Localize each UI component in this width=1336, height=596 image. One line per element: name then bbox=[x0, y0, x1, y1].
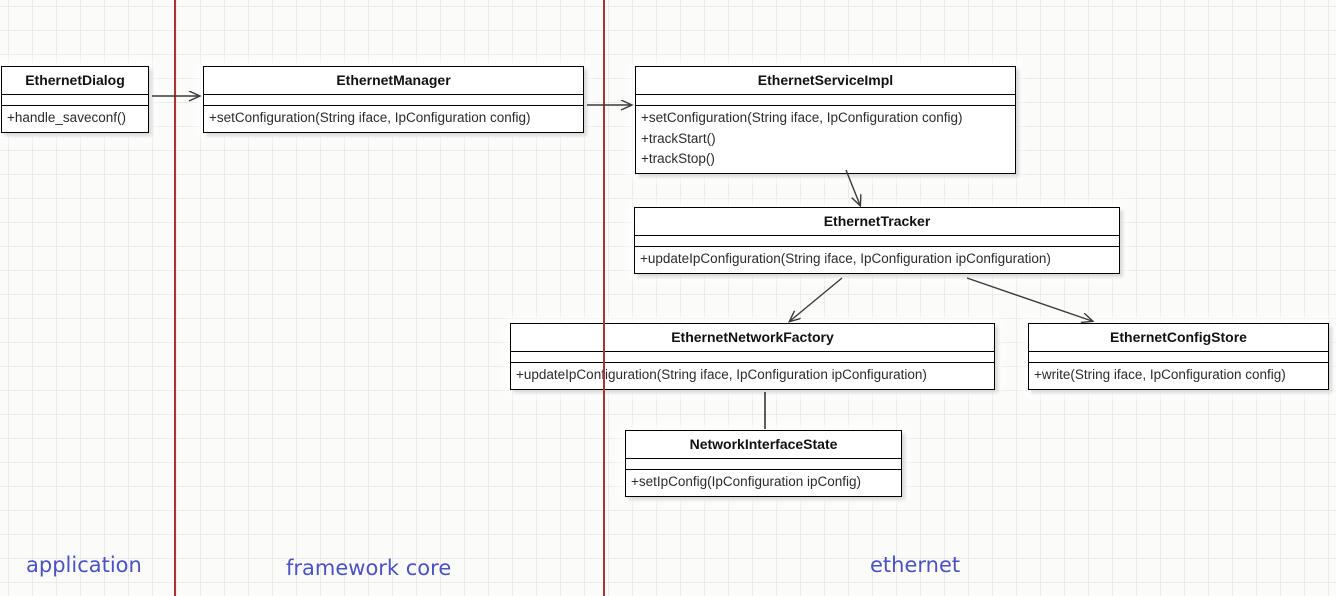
class-methods: +write(String iface, IpConfiguration con… bbox=[1029, 363, 1328, 389]
region-label-ethernet: ethernet bbox=[870, 553, 961, 577]
class-attributes-empty bbox=[626, 459, 901, 470]
method-text: +setConfiguration(String iface, IpConfig… bbox=[209, 110, 531, 125]
class-attributes-empty bbox=[2, 95, 148, 106]
edge-service-to-tracker bbox=[845, 169, 860, 205]
method-text: +trackStart() bbox=[641, 130, 716, 146]
edge-tracker-to-factory bbox=[790, 277, 843, 321]
class-methods: +handle_saveconf() bbox=[2, 106, 148, 132]
class-box-ethernet-service-impl[interactable]: EthernetServiceImpl +setConfiguration(St… bbox=[635, 66, 1016, 174]
class-title: EthernetDialog bbox=[2, 67, 148, 95]
class-methods: +setConfiguration(String iface, IpConfig… bbox=[204, 106, 583, 132]
class-title: EthernetConfigStore bbox=[1029, 324, 1328, 352]
class-title: EthernetManager bbox=[204, 67, 583, 95]
class-methods: +setConfiguration(String iface, IpConfig… bbox=[636, 106, 1015, 173]
class-box-ethernet-config-store[interactable]: EthernetConfigStore +write(String iface,… bbox=[1028, 323, 1329, 390]
method-text: +write(String iface, IpConfiguration con… bbox=[1034, 367, 1286, 382]
method-text: +updateIpConfiguration(String iface, IpC… bbox=[640, 251, 1051, 266]
region-label-application: application bbox=[26, 553, 142, 577]
class-title: EthernetServiceImpl bbox=[636, 67, 1015, 95]
class-attributes-empty bbox=[204, 95, 583, 106]
class-attributes-empty bbox=[511, 352, 994, 363]
method-text: +updateIpConfiguration(String iface, IpC… bbox=[516, 367, 927, 382]
class-methods: +updateIpConfiguration(String iface, IpC… bbox=[511, 363, 994, 389]
class-box-ethernet-dialog[interactable]: EthernetDialog +handle_saveconf() bbox=[1, 66, 149, 133]
class-box-ethernet-network-factory[interactable]: EthernetNetworkFactory +updateIpConfigur… bbox=[510, 323, 995, 390]
method-text: +handle_saveconf() bbox=[7, 110, 126, 125]
class-attributes-empty bbox=[1029, 352, 1328, 363]
class-title: EthernetNetworkFactory bbox=[511, 324, 994, 352]
method-text: +setIpConfig(IpConfiguration ipConfig) bbox=[631, 474, 862, 489]
class-box-network-interface-state[interactable]: NetworkInterfaceState +setIpConfig(IpCon… bbox=[625, 430, 902, 497]
region-label-framework-core: framework core bbox=[286, 556, 452, 580]
method-text: +trackStop() bbox=[641, 151, 715, 166]
class-box-ethernet-manager[interactable]: EthernetManager +setConfiguration(String… bbox=[203, 66, 584, 133]
class-methods: +setIpConfig(IpConfiguration ipConfig) bbox=[626, 470, 901, 496]
edge-tracker-to-config-store bbox=[966, 277, 1092, 321]
class-box-ethernet-tracker[interactable]: EthernetTracker +updateIpConfiguration(S… bbox=[634, 207, 1120, 274]
region-separator-line bbox=[174, 0, 176, 596]
method-text: +setConfiguration(String iface, IpConfig… bbox=[641, 110, 963, 125]
region-separator-line bbox=[603, 0, 605, 596]
class-methods: +updateIpConfiguration(String iface, IpC… bbox=[635, 247, 1119, 273]
class-title: NetworkInterfaceState bbox=[626, 431, 901, 459]
class-attributes-empty bbox=[635, 236, 1119, 247]
class-attributes-empty bbox=[636, 95, 1015, 106]
class-title: EthernetTracker bbox=[635, 208, 1119, 236]
